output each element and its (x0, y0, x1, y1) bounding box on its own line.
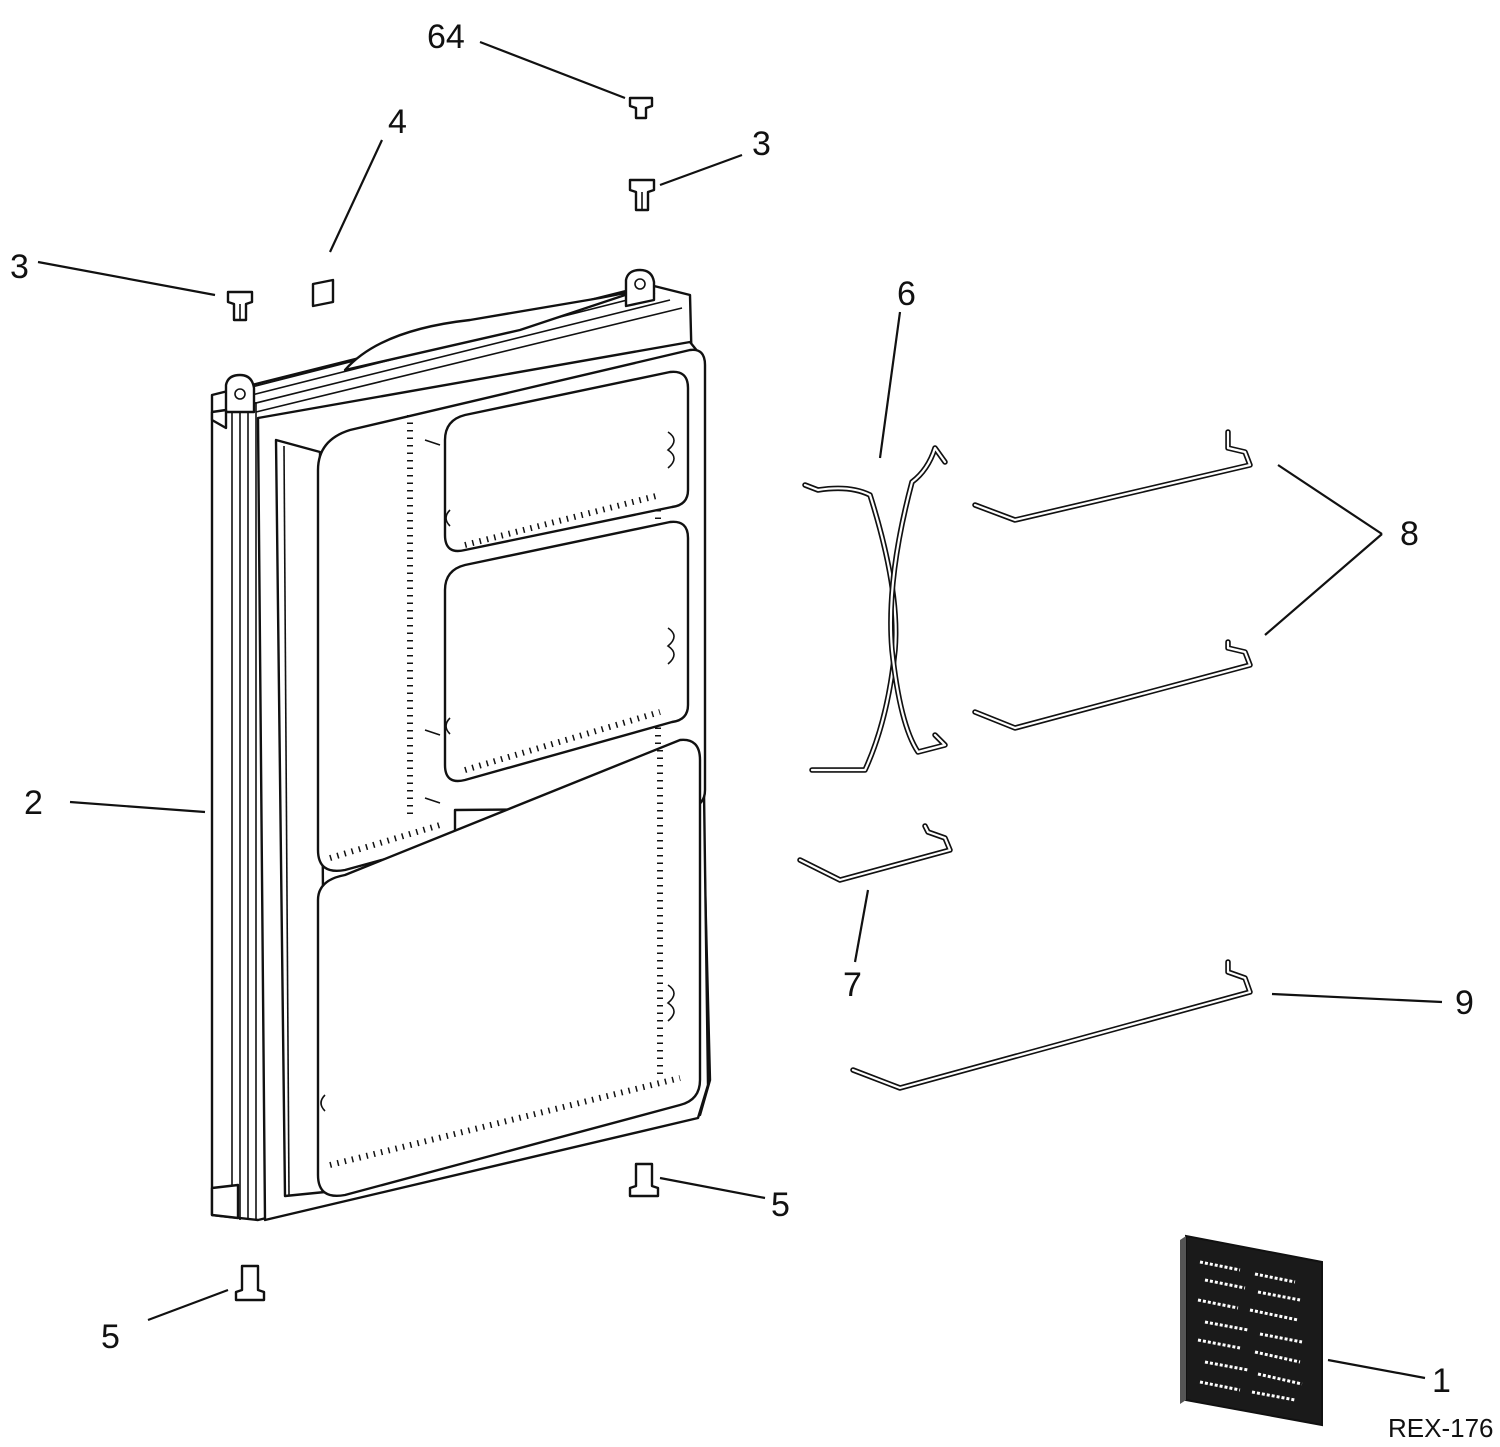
callout-3-right: 3 (752, 125, 771, 163)
leader-lines (37, 40, 1443, 1380)
wire-shelf-6 (802, 445, 948, 773)
callout-7: 7 (843, 966, 862, 1004)
callout-8: 8 (1400, 515, 1419, 553)
callout-3-left: 3 (10, 248, 29, 286)
callout-9: 9 (1455, 984, 1474, 1022)
wire-shelf-8-lower (972, 639, 1253, 731)
screw-icon (628, 96, 654, 120)
plug-icon (628, 1162, 660, 1198)
plug-icon (234, 1264, 266, 1302)
callout-6: 6 (897, 275, 916, 313)
door-assembly (210, 268, 712, 1222)
callout-64: 64 (427, 18, 465, 56)
wire-shelf-9 (850, 959, 1253, 1091)
wire-shelf-8-upper (972, 429, 1253, 523)
screw-icon (628, 178, 656, 212)
callout-5-right: 5 (771, 1186, 790, 1224)
callout-2: 2 (24, 784, 43, 822)
callout-5-left: 5 (101, 1318, 120, 1356)
callout-4: 4 (388, 103, 407, 141)
callout-1: 1 (1432, 1362, 1451, 1400)
wire-shelf-7 (797, 823, 953, 883)
screw-icon (226, 290, 254, 322)
drawing-code: REX-176 (1388, 1413, 1494, 1443)
instruction-card-icon (1180, 1234, 1323, 1427)
plug-icon (311, 278, 335, 308)
